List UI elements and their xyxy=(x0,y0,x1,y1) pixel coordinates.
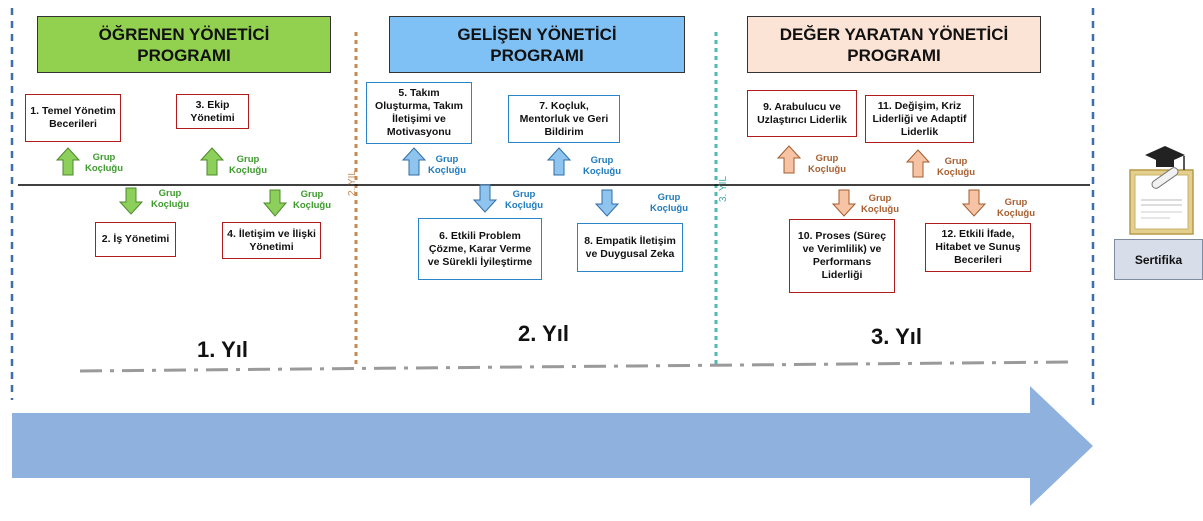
module-2: 2. İş Yönetimi xyxy=(95,222,176,257)
coaching-line1: Grup xyxy=(590,155,614,166)
down-arrow-icon xyxy=(831,189,857,217)
up-arrow-icon xyxy=(55,147,81,176)
year1-label: 1. Yıl xyxy=(197,337,248,362)
coaching-line2: Koçluğu xyxy=(85,163,123,174)
header-line1: GELİŞEN YÖNETİCİ xyxy=(457,24,617,44)
module-9: 9. Arabulucu ve Uzlaştırıcı Liderlik xyxy=(747,90,857,137)
coaching-line2: Koçluğu xyxy=(505,200,543,211)
group-coaching-arrows xyxy=(55,145,987,217)
up-arrow-icon xyxy=(401,147,427,176)
coaching-line2: Koçluğu xyxy=(293,200,331,211)
coaching-line2: Koçluğu xyxy=(808,164,846,175)
year2-marker: 2. YIL xyxy=(347,170,358,196)
coaching-line2: Koçluğu xyxy=(997,208,1035,219)
module-10: 10. Proses (Süreç ve Verimlilik) ve Perf… xyxy=(789,219,895,293)
module-8: 8. Empatik İletişim ve Duygusal Zeka xyxy=(577,223,683,272)
header-ogrenen: ÖĞRENEN YÖNETİCİ PROGRAMI xyxy=(37,16,331,73)
module-7: 7. Koçluk, Mentorluk ve Geri Bildirim xyxy=(508,95,620,143)
down-arrow-icon xyxy=(262,189,288,217)
down-arrow-icon xyxy=(961,189,987,217)
progress-arrow xyxy=(12,386,1093,506)
coaching-line1: Grup xyxy=(815,153,839,164)
module-label: 11. Değişim, Kriz Liderliği ve Adaptif L… xyxy=(872,99,967,138)
coaching-line1: Grup xyxy=(300,189,324,200)
coaching-line1: Grup xyxy=(236,154,260,165)
coaching-line1: Grup xyxy=(435,154,459,165)
module-label: 2. İş Yönetimi xyxy=(101,233,170,245)
module-label: 1. Temel Yönetim Becerileri xyxy=(30,105,116,130)
module-label: 6. Etkili Problem Çözme, Karar Verme ve … xyxy=(427,229,533,268)
coaching-line1: Grup xyxy=(1004,197,1028,208)
coaching-line2: Koçluğu xyxy=(937,167,975,178)
header-line2: PROGRAMI xyxy=(137,45,231,65)
coaching-line1: Grup xyxy=(92,152,116,163)
coaching-line2: Koçluğu xyxy=(229,165,267,176)
up-arrow-icon xyxy=(905,149,931,178)
coaching-line1: Grup xyxy=(512,189,536,200)
up-arrow-icon xyxy=(546,147,572,176)
coaching-line2: Koçluğu xyxy=(861,204,899,215)
coaching-line2: Koçluğu xyxy=(428,165,466,176)
up-arrow-icon xyxy=(199,147,225,176)
module-5: 5. Takım Oluşturma, Takım İletişimi ve M… xyxy=(366,82,472,144)
down-arrow-icon xyxy=(472,184,498,213)
year3-label: 3. Yıl xyxy=(871,324,922,349)
module-label: 12. Etkili İfade, Hitabet ve Sunuş Becer… xyxy=(935,228,1021,266)
down-arrow-icon xyxy=(118,187,144,215)
coaching-line1: Grup xyxy=(158,188,182,199)
coaching-line1: Grup xyxy=(944,156,968,167)
certificate-icon xyxy=(1129,146,1194,235)
module-label: 10. Proses (Süreç ve Verimlilik) ve Perf… xyxy=(797,230,887,281)
module-3: 3. Ekip Yönetimi xyxy=(176,94,249,129)
coaching-line2: Koçluğu xyxy=(650,203,688,214)
header-gelisen: GELİŞEN YÖNETİCİ PROGRAMI xyxy=(389,16,685,73)
module-12: 12. Etkili İfade, Hitabet ve Sunuş Becer… xyxy=(925,223,1031,272)
coaching-line1: Grup xyxy=(868,193,892,204)
header-line1: DEĞER YARATAN YÖNETİCİ xyxy=(779,24,1009,44)
module-label: 8. Empatik İletişim ve Duygusal Zeka xyxy=(584,234,676,260)
down-arrow-icon xyxy=(594,189,620,217)
module-6: 6. Etkili Problem Çözme, Karar Verme ve … xyxy=(418,218,542,280)
module-4: 4. İletişim ve İlişki Yönetimi xyxy=(222,222,321,259)
header-deger-yaratan: DEĞER YARATAN YÖNETİCİ PROGRAMI xyxy=(747,16,1041,73)
module-label: 3. Ekip Yönetimi xyxy=(190,98,235,124)
header-line2: PROGRAMI xyxy=(490,45,584,65)
up-arrow-icon xyxy=(776,145,802,174)
coaching-line2: Koçluğu xyxy=(583,166,621,177)
certificate-label: Sertifika xyxy=(1114,239,1203,280)
coaching-line2: Koçluğu xyxy=(151,199,189,210)
header-line1: ÖĞRENEN YÖNETİCİ xyxy=(98,24,270,44)
module-label: 5. Takım Oluşturma, Takım İletişimi ve M… xyxy=(375,87,463,138)
module-1: 1. Temel Yönetim Becerileri xyxy=(25,94,121,142)
module-11: 11. Değişim, Kriz Liderliği ve Adaptif L… xyxy=(865,95,974,143)
baseline-dashdot xyxy=(79,360,1071,373)
module-label: 7. Koçluk, Mentorluk ve Geri Bildirim xyxy=(519,99,609,138)
year3-marker: 3. YIL xyxy=(718,176,729,202)
module-label: 9. Arabulucu ve Uzlaştırıcı Liderlik xyxy=(757,100,847,126)
header-line2: PROGRAMI xyxy=(847,45,941,65)
year2-label: 2. Yıl xyxy=(518,321,569,346)
module-label: 4. İletişim ve İlişki Yönetimi xyxy=(227,227,316,253)
coaching-line1: Grup xyxy=(657,192,681,203)
